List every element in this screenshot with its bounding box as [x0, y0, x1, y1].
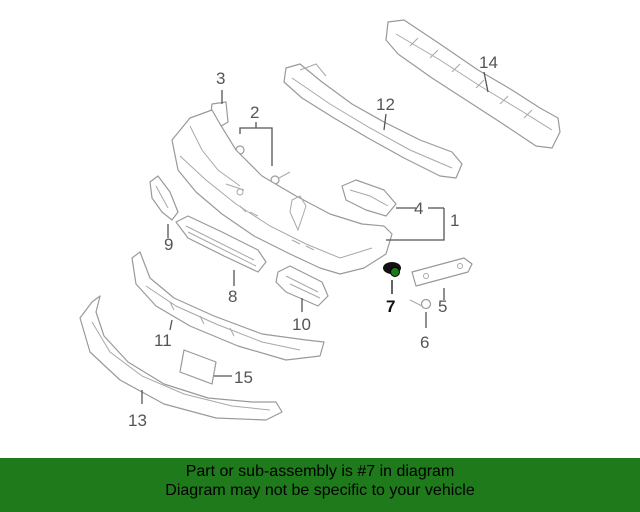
leader-14: [483, 71, 489, 93]
part-5-strip-bracket: [411, 257, 473, 287]
leader-1: [386, 222, 445, 241]
part-15-license-bracket: [179, 349, 217, 385]
part-9-side-grille: [149, 175, 179, 221]
part-14-reinforcement: [385, 19, 561, 149]
part-6-bolt: [409, 298, 432, 310]
callout-2: 2: [250, 103, 259, 122]
part-13-spoiler: [79, 295, 283, 421]
callout-4: 4: [414, 199, 423, 218]
part-8-lower-grille: [175, 215, 267, 273]
part-12-bumper-beam: [283, 63, 463, 179]
part-10-fog-grille: [275, 265, 329, 307]
part-11-lower-valance: [131, 251, 325, 361]
banner-line-part: Part or sub-assembly is #7 in diagram: [185, 463, 455, 480]
callout-14: 14: [479, 53, 498, 72]
callout-3: 3: [216, 69, 225, 88]
callout-15: 15: [234, 368, 253, 387]
part-7-clip-highlighted: [383, 262, 401, 277]
leader-11: [169, 319, 173, 331]
callout-9: 9: [164, 235, 173, 254]
callout-8: 8: [228, 287, 237, 306]
callout-5: 5: [438, 297, 447, 316]
parts-diagram: 14 12 3 2 4 1: [79, 19, 561, 430]
callout-11: 11: [154, 331, 172, 350]
callout-1: 1: [450, 211, 459, 230]
callout-10: 10: [292, 315, 311, 334]
callout-12: 12: [376, 95, 395, 114]
leader-12: [383, 113, 387, 131]
callout-6: 6: [420, 333, 429, 352]
banner-line-disclaimer: Diagram may not be specific to your vehi…: [165, 482, 475, 499]
callout-13: 13: [128, 411, 147, 430]
info-banner: Part or sub-assembly is #7 in diagram Di…: [0, 458, 640, 512]
part-1-bumper-cover: [171, 109, 393, 275]
part-4-bracket: [341, 179, 397, 217]
callout-7: 7: [386, 297, 395, 316]
